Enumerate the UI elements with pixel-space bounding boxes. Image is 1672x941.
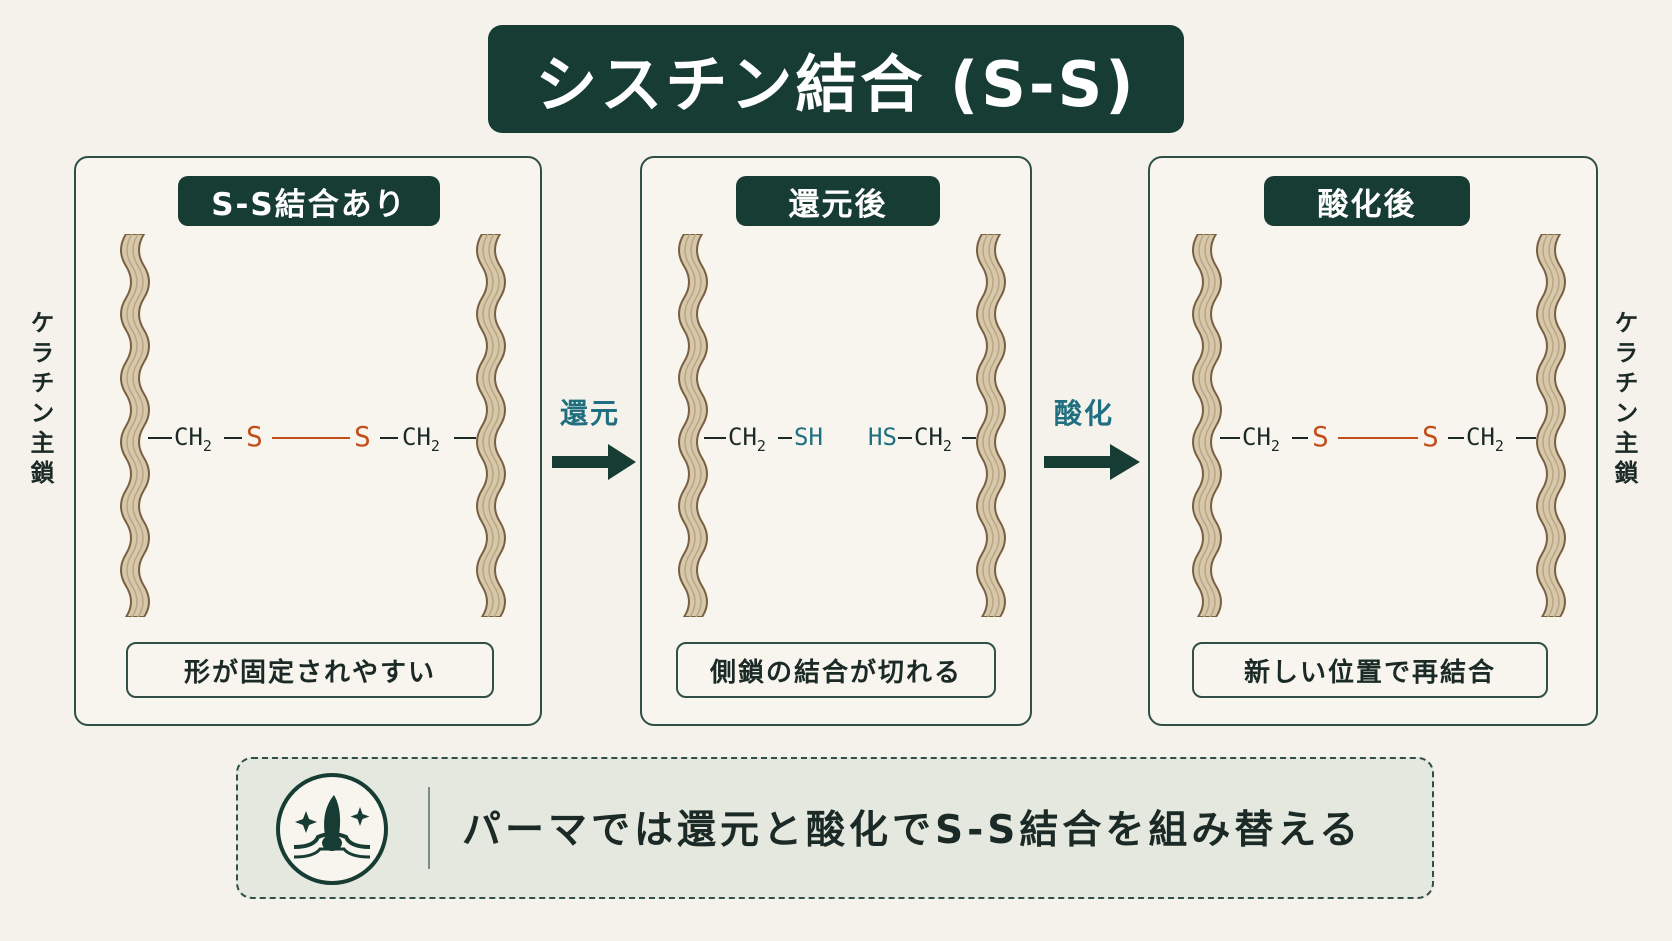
panel-header: 還元後 bbox=[736, 176, 940, 226]
ch2-group: CH2 bbox=[402, 423, 440, 455]
disulfide-molecule: CH2 S S CH2 bbox=[148, 420, 476, 455]
side-label-left: ケラチン主鎖 bbox=[26, 310, 54, 490]
title-banner: シスチン結合 (S-S) bbox=[488, 25, 1184, 133]
arrow-label-oxidation: 酸化 bbox=[1054, 397, 1115, 430]
ch2-group: CH2 bbox=[174, 423, 212, 455]
summary-text: パーマでは還元と酸化でS-S結合を組み替える bbox=[462, 808, 1363, 853]
summary-box: パーマでは還元と酸化でS-S結合を組み替える bbox=[236, 757, 1434, 899]
hair-follicle-icon bbox=[276, 773, 388, 885]
panel-header: 酸化後 bbox=[1264, 176, 1470, 226]
page-title: シスチン結合 (S-S) bbox=[535, 48, 1137, 121]
panel-caption: 側鎖の結合が切れる bbox=[676, 642, 996, 698]
ch2-group: CH2 bbox=[728, 423, 766, 455]
panel-ss-bonded: S-S結合あり CH2 S S CH2 形が固定されやすい bbox=[74, 156, 542, 726]
thiol-group: HS bbox=[868, 423, 897, 451]
thiol-group: SH bbox=[794, 423, 823, 451]
disulfide-bond bbox=[1338, 437, 1418, 439]
side-label-right: ケラチン主鎖 bbox=[1610, 310, 1638, 490]
arrow-label-reduction: 還元 bbox=[560, 397, 621, 430]
keratin-strand-icon bbox=[120, 234, 150, 617]
right-arrow-icon bbox=[1044, 444, 1140, 480]
panel-oxidized: 酸化後 CH2 S S CH2 新しい位置で再結合 bbox=[1148, 156, 1598, 726]
thiol-molecules: CH2 SH HS CH2 bbox=[704, 420, 976, 455]
panel-caption: 新しい位置で再結合 bbox=[1192, 642, 1548, 698]
sulfur-atom: S bbox=[354, 420, 371, 453]
panel-reduced: 還元後 CH2 SH HS CH2 側鎖の結合が切れる bbox=[640, 156, 1032, 726]
sulfur-atom: S bbox=[1312, 420, 1329, 453]
sulfur-atom: S bbox=[246, 420, 263, 453]
ch2-group: CH2 bbox=[914, 423, 952, 455]
ch2-group: CH2 bbox=[1242, 423, 1280, 455]
keratin-strand-icon bbox=[1192, 234, 1222, 617]
panel-caption: 形が固定されやすい bbox=[126, 642, 494, 698]
right-arrow-icon bbox=[552, 444, 636, 480]
panel-header: S-S結合あり bbox=[178, 176, 440, 226]
disulfide-bond bbox=[272, 437, 350, 439]
sulfur-atom: S bbox=[1422, 420, 1439, 453]
disulfide-molecule: CH2 S S CH2 bbox=[1220, 420, 1536, 455]
ch2-group: CH2 bbox=[1466, 423, 1504, 455]
divider bbox=[428, 787, 430, 869]
